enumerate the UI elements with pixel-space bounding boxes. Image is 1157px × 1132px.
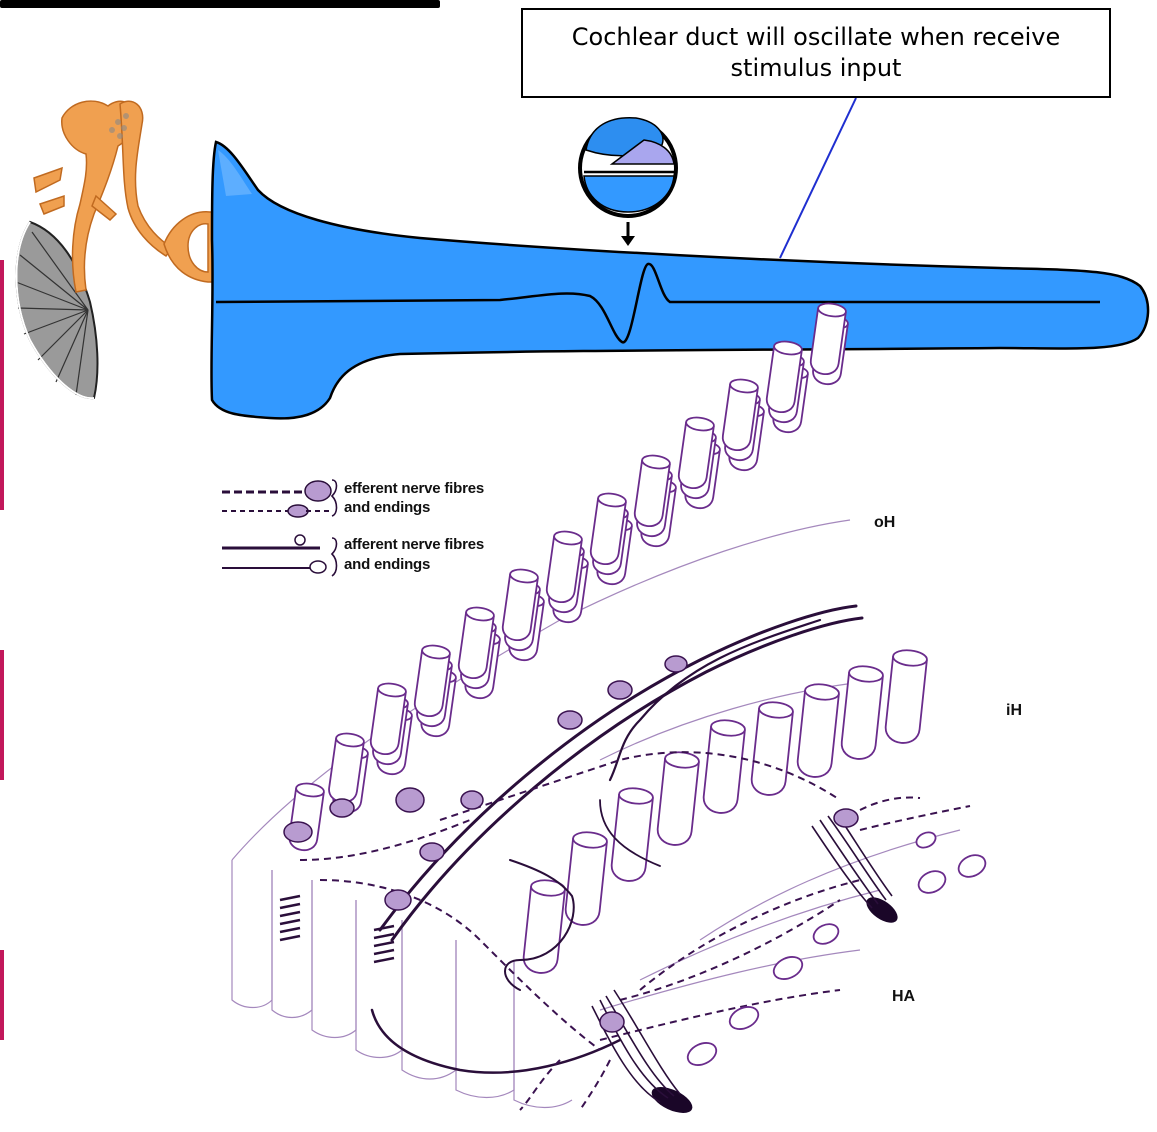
organ-of-corti <box>232 302 989 1118</box>
legend-efferent-cont-label: and endings <box>344 499 430 516</box>
hair-cell <box>750 701 794 797</box>
nerve-terminal-bundle-right <box>862 892 902 927</box>
hair-cell <box>884 649 928 745</box>
base-hatches <box>280 896 394 962</box>
left-edge-marks <box>0 260 4 1040</box>
legend-afferent-cont-label: and endings <box>344 556 430 573</box>
cochlear-duct <box>211 142 1148 418</box>
hair-cell <box>840 665 884 761</box>
callout-box: Cochlear duct will oscillate when receiv… <box>521 8 1111 98</box>
label-habenula: HA <box>892 988 915 1006</box>
hair-cell <box>656 751 700 847</box>
hair-cell <box>702 719 746 815</box>
legend-efferent-label: efferent nerve fibres <box>344 480 484 497</box>
duct-cross-section-icon <box>580 118 676 216</box>
hair-cell <box>610 787 654 883</box>
legend-afferent-label: afferent nerve fibres <box>344 536 484 553</box>
hair-cells <box>288 302 928 975</box>
cropped-title-fragment <box>0 0 440 8</box>
label-outer-hair-cells: oH <box>874 514 895 532</box>
label-inner-hair-cells: iH <box>1006 702 1022 720</box>
legend-symbols <box>222 480 337 576</box>
callout-leader-line <box>780 98 856 258</box>
habenula-openings <box>684 829 989 1069</box>
hair-cell <box>564 831 608 927</box>
down-arrow-icon <box>621 222 635 246</box>
hair-cell <box>796 683 840 779</box>
callout-text: Cochlear duct will oscillate when receiv… <box>541 22 1091 84</box>
